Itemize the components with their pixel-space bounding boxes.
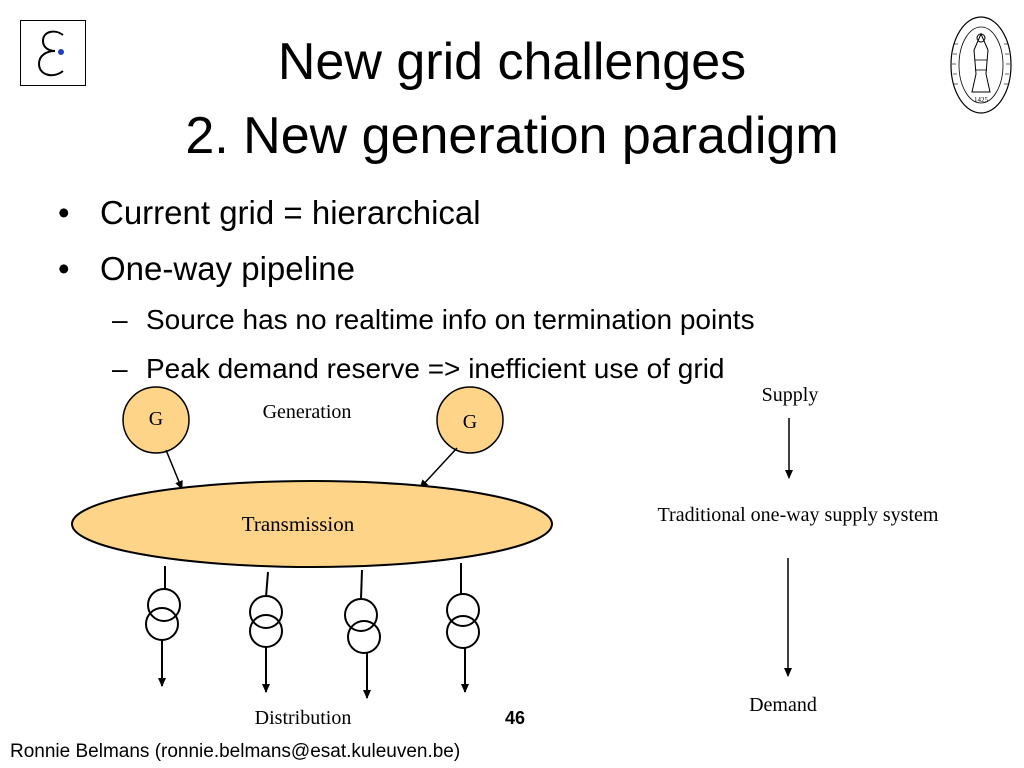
transmission-label: Transmission [242,512,355,536]
esat-logo [20,20,86,86]
bullet-mark: • [58,194,70,231]
grid-diagram: G G Generation Transmission Distribu [71,384,939,729]
generator-2-label: G [463,411,477,433]
sub-bullet-item: –Peak demand reserve => inefficient use … [112,352,725,386]
system-label: Traditional one-way supply system [658,504,939,526]
sub-bullet-item: –Source has no realtime info on terminat… [112,303,755,337]
seal-year: 1425 [974,96,989,104]
bullet-item: • Current grid = hierarchical [58,193,481,233]
sub-bullet-text: Source has no realtime info on terminati… [146,304,755,335]
generator-1 [122,386,190,454]
distribution-label: Distribution [255,707,352,729]
seal-icon: 1425 [950,16,1012,114]
demand-label: Demand [749,694,817,716]
generator-1-label: G [149,408,163,430]
bullet-text: Current grid = hierarchical [100,194,481,231]
transformer-2 [249,571,283,693]
generator-2 [436,386,504,454]
transformer-4 [446,563,480,693]
page-number: 46 [505,708,526,728]
footer-author: Ronnie Belmans (ronnie.belmans@esat.kule… [10,741,461,762]
esat-logo-mark-icon [37,30,64,77]
transformer-1 [145,566,181,687]
generator-1-arrow [165,449,183,490]
bullet-item: • One-way pipeline [58,249,355,289]
transformer-3 [344,569,381,699]
transmission-node [71,480,553,568]
sub-bullet-mark: – [112,353,128,384]
university-seal: 1425 [948,14,1014,116]
bullet-text: One-way pipeline [100,250,355,287]
sub-bullet-mark: – [112,304,128,335]
generation-label: Generation [263,401,352,423]
sub-bullet-text: Peak demand reserve => inefficient use o… [146,353,725,384]
slide-title-line2: 2. New generation paradigm [185,107,839,165]
bullet-mark: • [58,250,70,287]
supply-label: Supply [762,384,819,406]
slide-title-line1: New grid challenges [277,33,747,91]
generator-2-arrow [419,447,458,489]
